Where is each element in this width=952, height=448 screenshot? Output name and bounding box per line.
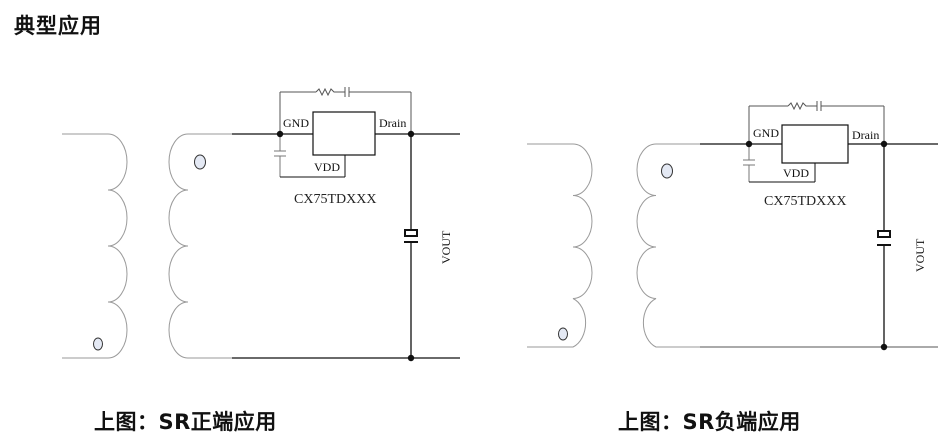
gnd-label: GND xyxy=(753,126,779,140)
primary-winding xyxy=(527,143,593,348)
primary-polarity-dot xyxy=(558,327,568,341)
return-node xyxy=(407,354,415,362)
drain-node xyxy=(880,140,888,148)
diagram-positive: GND Drain VDD CX75TDXXX VOUT xyxy=(62,87,460,362)
vdd-label: VDD xyxy=(783,166,809,180)
gnd-node xyxy=(745,140,753,148)
vdd-label: VDD xyxy=(314,160,340,174)
caption-positive: 上图：SR正端应用 xyxy=(94,410,277,434)
secondary-winding xyxy=(636,143,700,348)
output-capacitor-icon xyxy=(877,224,891,250)
vdd-loop xyxy=(743,144,816,183)
vdd-loop xyxy=(274,134,346,178)
snubber-rc xyxy=(279,87,412,134)
return-node xyxy=(880,343,888,351)
primary-polarity-dot xyxy=(93,337,103,351)
wires xyxy=(700,143,938,348)
wires xyxy=(232,133,460,359)
gnd-label: GND xyxy=(283,116,309,130)
gnd-node xyxy=(276,130,284,138)
vout-label: VOUT xyxy=(439,230,453,264)
ic-body xyxy=(781,124,849,164)
secondary-polarity-dot xyxy=(194,154,206,170)
resistor-icon xyxy=(315,87,345,97)
secondary-winding xyxy=(168,133,232,359)
secondary-polarity-dot xyxy=(661,163,673,179)
snubber-rc xyxy=(748,101,885,144)
diagram-negative: GND Drain VDD CX75TDXXX VOUT xyxy=(527,101,938,351)
part-number: CX75TDXXX xyxy=(764,194,846,209)
output-capacitor-icon xyxy=(404,224,418,250)
drain-label: Drain xyxy=(379,116,406,130)
ic-body xyxy=(312,111,376,156)
resistor-icon xyxy=(787,101,817,111)
part-number: CX75TDXXX xyxy=(294,192,376,207)
drain-label: Drain xyxy=(852,128,879,142)
primary-winding xyxy=(62,133,128,359)
vout-label: VOUT xyxy=(913,238,927,272)
caption-negative: 上图：SR负端应用 xyxy=(618,410,801,434)
drain-node xyxy=(407,130,415,138)
page-title: 典型应用 xyxy=(14,14,102,38)
